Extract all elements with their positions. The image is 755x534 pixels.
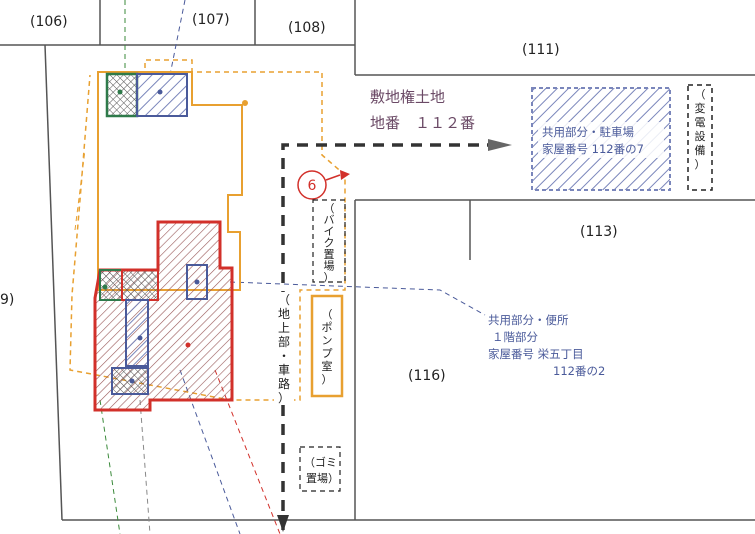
- unit-cross-mid: [121, 269, 159, 301]
- transformer-char: 変: [695, 101, 706, 115]
- road-char: 部: [278, 334, 290, 349]
- lot-9-label: 9): [0, 292, 14, 308]
- transformer-box: [687, 84, 713, 191]
- site-lot-number: 地番 １１２番: [370, 114, 475, 132]
- unit-green-mid: [99, 269, 123, 301]
- pump-char: ン: [322, 334, 333, 347]
- pump-char: ポ: [322, 321, 333, 334]
- parking-label-line2: 家屋番号 112番の7: [542, 142, 644, 156]
- road-char: 上: [278, 321, 290, 335]
- marker-6-label: 6: [308, 178, 317, 194]
- road-label: （地上部・車路）: [278, 293, 290, 405]
- unit-blue-tall: [125, 299, 149, 367]
- lot-116-label: (116): [408, 368, 446, 384]
- transformer-char: （: [695, 88, 706, 101]
- road-char: 車: [278, 363, 290, 377]
- garbage-area-box: [299, 446, 341, 492]
- bike-char: 場: [324, 260, 335, 273]
- bike-char: バ: [324, 214, 335, 227]
- bike-char: ク: [324, 237, 335, 250]
- lot-111-label: (111): [522, 42, 560, 58]
- toilet-label-line4: 112番の2: [553, 364, 605, 378]
- pump-char: プ: [322, 347, 333, 360]
- road-char: ）: [278, 391, 290, 405]
- transformer-char: 電: [695, 116, 706, 129]
- bike-char: ）: [324, 271, 335, 284]
- road-route-arrow: [277, 139, 512, 532]
- marker-6: 6: [297, 170, 350, 200]
- bike-char: 置: [324, 248, 335, 261]
- bike-parking-box: [312, 199, 346, 283]
- transformer-char: 設: [695, 129, 706, 143]
- lot-113-label: (113): [580, 224, 618, 240]
- site-land-title: 敷地権土地: [370, 88, 445, 106]
- road-char: ・: [278, 349, 290, 363]
- toilet-label-line3: 家屋番号 栄五丁目: [488, 347, 584, 361]
- bike-char: イ: [324, 225, 335, 238]
- parking-label-line1: 共用部分・駐車場: [542, 125, 634, 139]
- unit-green-top: [105, 72, 139, 118]
- orange-dashed-outline: [69, 59, 346, 401]
- road-char: 路: [278, 376, 290, 391]
- parcel-boundaries: [0, 0, 755, 521]
- unit-blue-mid: [186, 264, 208, 300]
- toilet-label-line2: １階部分: [492, 330, 538, 344]
- pump-room-box: [310, 294, 344, 398]
- unit-blue-top: [136, 73, 188, 117]
- lot-108-label: (108): [288, 20, 326, 36]
- transformer-char: ）: [695, 158, 706, 171]
- garbage-label-line2: 置場）: [306, 472, 339, 485]
- road-char: 地: [278, 307, 290, 321]
- garbage-label-line1: （ゴミ: [304, 455, 337, 469]
- transformer-char: 備: [695, 144, 706, 157]
- pump-char: 室: [322, 359, 333, 373]
- lot-106-label: (106): [30, 14, 68, 30]
- toilet-label-line1: 共用部分・便所: [488, 313, 569, 327]
- lot-107-label: (107): [192, 12, 230, 28]
- bike-char: （: [324, 202, 335, 215]
- road-char: （: [278, 293, 290, 307]
- pump-char: （: [322, 308, 333, 321]
- pump-char: ）: [322, 373, 333, 386]
